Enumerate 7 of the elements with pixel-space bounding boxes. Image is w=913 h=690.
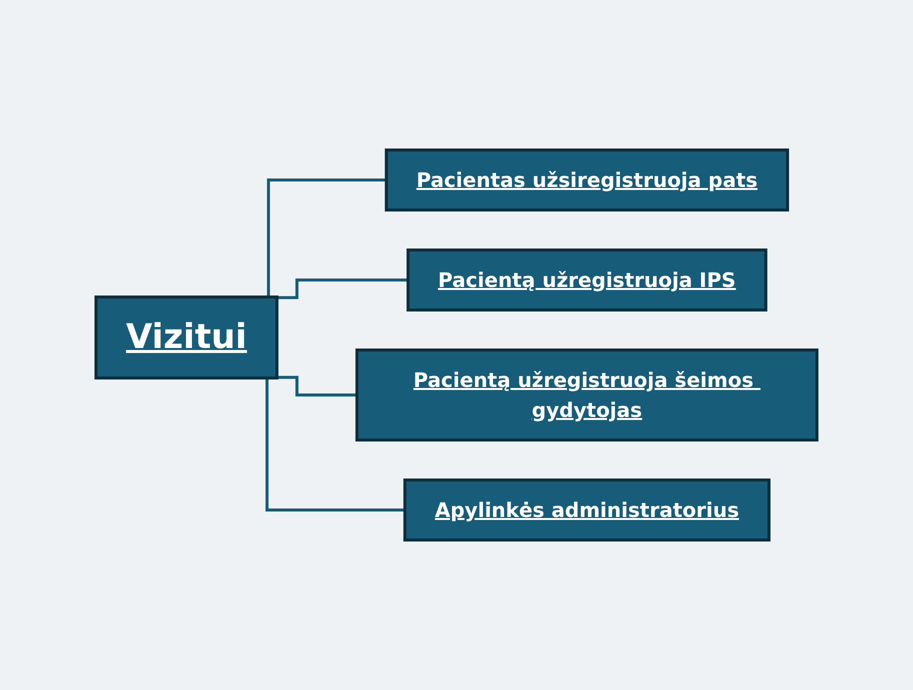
node-box: Pacientą užregistruoja IPS (406, 248, 768, 312)
node-box: Pacientą užregistruoja šeimos gydytojas (355, 348, 818, 442)
node-box: Pacientas užsiregistruoja pats (384, 148, 790, 212)
connector (276, 376, 357, 396)
connector (276, 278, 408, 300)
node-box: Apylinkės administratorius (403, 478, 771, 542)
node-box: Vizitui (94, 296, 278, 380)
